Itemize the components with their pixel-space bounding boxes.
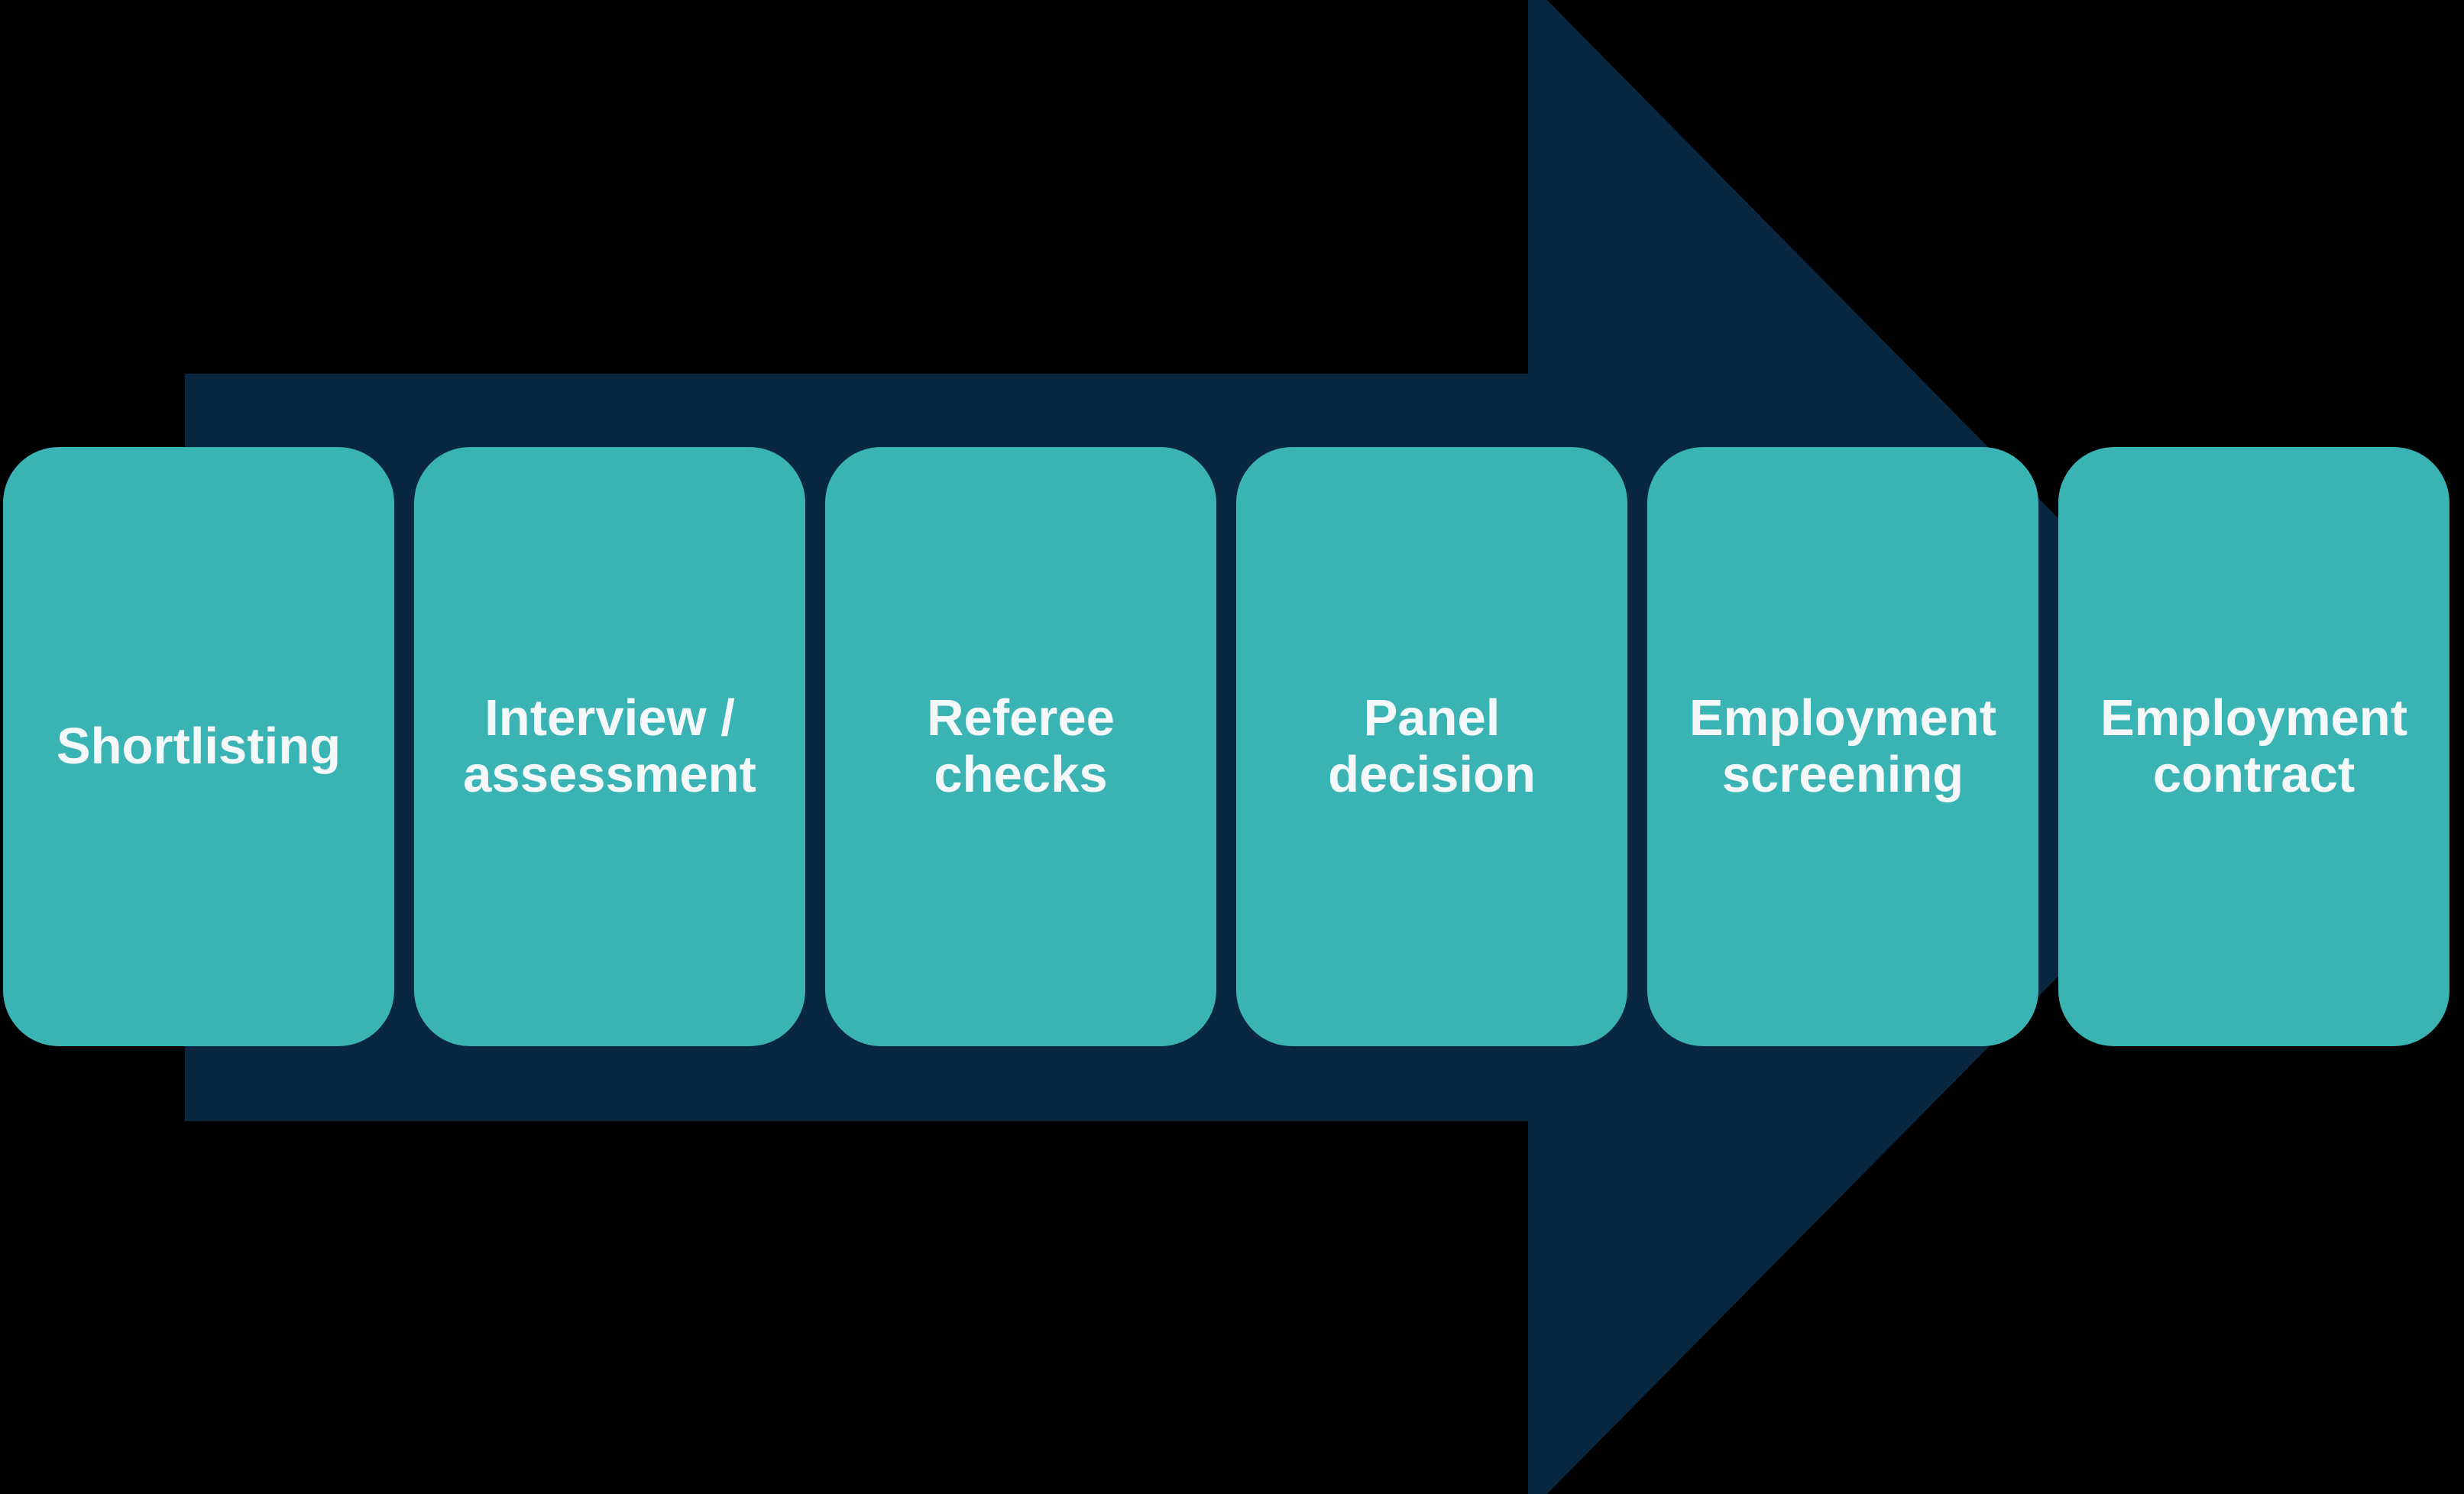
step-interview-assessment: Interview / assessment	[414, 447, 805, 1046]
step-referee-checks: Referee checks	[825, 447, 1216, 1046]
step-label: Panel decision	[1328, 689, 1536, 803]
step-label: Employment contract	[2100, 689, 2408, 803]
step-label: Referee checks	[927, 689, 1115, 803]
step-label: Shortlisting	[56, 718, 342, 776]
process-steps: Shortlisting Interview / assessment Refe…	[3, 447, 2449, 1046]
step-label: Interview / assessment	[463, 689, 756, 803]
step-employment-screening: Employment screening	[1647, 447, 2038, 1046]
step-shortlisting: Shortlisting	[3, 447, 394, 1046]
step-panel-decision: Panel decision	[1236, 447, 1627, 1046]
step-employment-contract: Employment contract	[2058, 447, 2449, 1046]
step-label: Employment screening	[1689, 689, 1997, 803]
